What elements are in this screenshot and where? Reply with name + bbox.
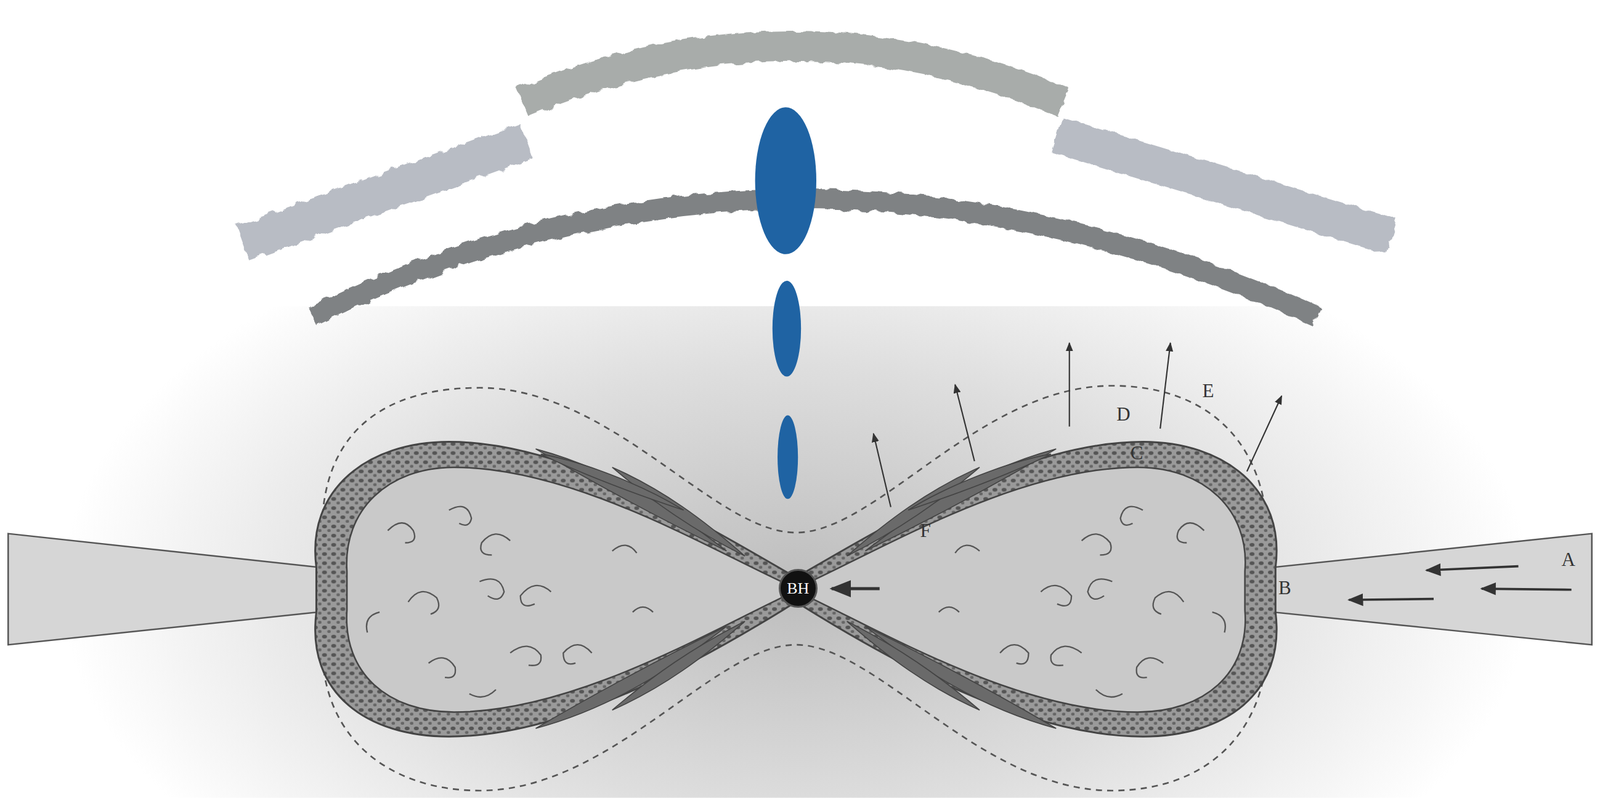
node-label: BH — [786, 580, 809, 597]
turbulence-swirls — [366, 507, 1226, 698]
haze — [0, 306, 1600, 798]
black-hole: BH — [778, 569, 818, 609]
inner-shell — [312, 198, 1317, 317]
streaks — [536, 449, 1057, 729]
outer-shell — [522, 46, 1064, 103]
outflow-arrows — [873, 343, 1283, 508]
torus-inner — [346, 467, 1246, 713]
thin-disk — [1273, 534, 1592, 646]
region-letter: E — [1202, 381, 1215, 401]
inflow-arrows — [831, 566, 1572, 601]
region-letter: A — [1561, 549, 1575, 569]
outer-shell — [242, 141, 527, 244]
torus-outer-layer — [315, 442, 1277, 738]
region-letter: F — [920, 521, 931, 541]
region-letter: C — [1130, 443, 1144, 463]
jet-blobs — [755, 107, 817, 500]
region-letter: B — [1278, 578, 1292, 598]
outer-shell — [1057, 134, 1392, 238]
thin-disk — [8, 534, 319, 646]
region-letter: D — [1116, 404, 1130, 424]
